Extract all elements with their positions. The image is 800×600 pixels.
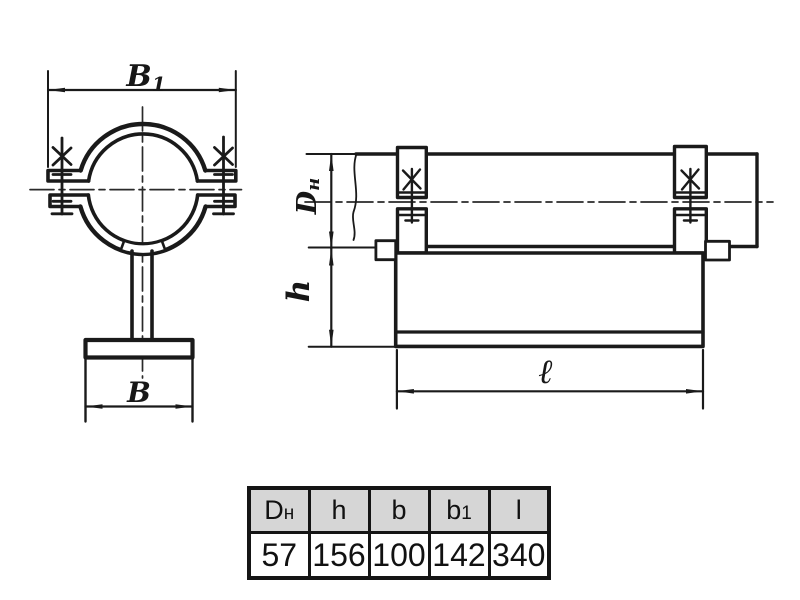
table-value-b1: 142 [427,531,491,580]
side-right-bolt-cross-2 [680,168,700,191]
dimension-h [307,247,397,348]
dimension-b1 [46,70,237,168]
base-plate [83,337,195,360]
side-right-strap [672,144,708,255]
dimensions-table-header-row: Dн h b b1 l [247,486,551,534]
dimension-h-arrow-bottom [329,329,334,347]
dimension-b1-arrow-right [218,87,236,93]
body-right-tab [704,239,731,262]
side-view [304,144,774,410]
front-view [29,70,243,423]
side-left-strap [395,145,428,255]
label-dn: Dн [292,178,324,216]
front-left-bolt [50,136,74,216]
dimension-dn-arrow-top [329,154,334,171]
front-left-bolt-cross-2 [51,146,73,167]
dimension-l [395,348,705,410]
front-right-bolt-cross-2 [213,146,234,167]
dimension-dn [329,152,334,250]
table-header-b: b [367,486,431,534]
table-header-h: h [307,486,371,534]
clamp-upper-left-tab [46,168,91,183]
body-left-tab [374,239,398,262]
clamp-upper-outer-arc [78,121,208,173]
table-header-b1: b1 [427,486,491,534]
dimension-b-arrow-right [175,404,193,409]
label-b: B [126,376,151,409]
label-b1: B1 [125,59,165,96]
dimension-dn-arrow-bottom [329,231,334,249]
clamp-upper-right-tab [195,168,238,183]
dimension-b-arrow-left [85,404,103,409]
label-l: ℓ [539,352,554,392]
front-right-bolt [212,135,235,216]
dimension-b [84,356,194,423]
clamp-upper-inner-arc [86,132,200,183]
dimension-h-arrow-top [329,248,334,266]
table-value-h: 156 [307,531,371,580]
dimension-b1-arrow-left [48,87,65,93]
table-value-dn: 57 [247,531,311,580]
dimensions-table-value-row: 57 156 100 142 340 [247,531,551,580]
table-header-dn: Dн [247,486,311,534]
label-h: h [281,280,317,303]
pipe-break-line [352,153,358,241]
clamp-lower-right-tab [195,193,237,209]
table-header-l: l [487,486,551,534]
drawing-labels: B1 B Dн h ℓ [125,59,553,409]
table-value-b: 100 [367,531,431,580]
dimension-l-arrow-right [686,389,703,394]
clamp-lower-left-tab [48,193,91,209]
dimension-l-arrow-left [396,389,414,394]
side-left-bolt-cross-2 [402,168,422,191]
table-value-l: 340 [487,531,551,580]
dimensions-table: Dн h b b1 l 57 156 100 142 340 [247,486,551,580]
